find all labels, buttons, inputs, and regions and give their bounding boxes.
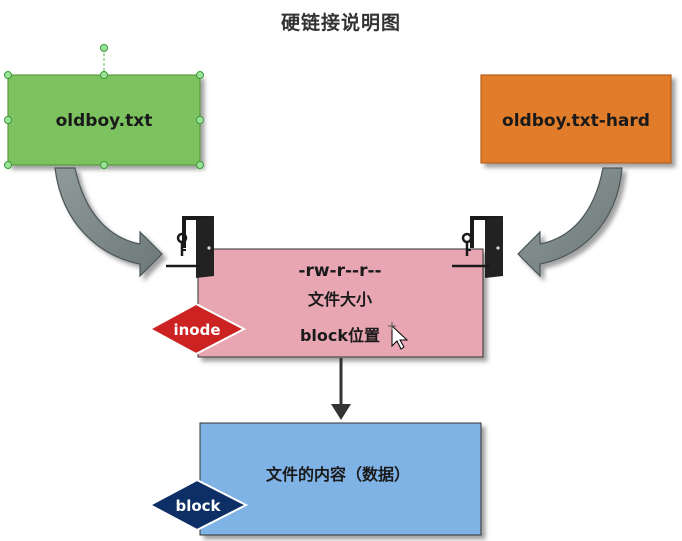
door-key-icon [452, 216, 503, 278]
inode-tag-label: inode [173, 321, 220, 339]
page-title: 硬链接说明图 [280, 12, 401, 34]
block-box[interactable]: 文件的内容（数据） [199, 422, 482, 536]
file-box-oldboy-hard[interactable]: oldboy.txt-hard [480, 74, 672, 164]
inode-permissions: -rw-r--r-- [298, 261, 381, 281]
rotate-handle[interactable] [100, 44, 108, 52]
inode-tag: inode [147, 302, 247, 356]
curved-arrow-icon [54, 167, 163, 278]
door-key-icon [166, 216, 214, 278]
block-content-label: 文件的内容（数据） [266, 465, 410, 484]
cursor-icon [388, 322, 409, 350]
curved-arrow-icon [517, 167, 623, 278]
file-box-oldboy[interactable]: oldboy.txt [4, 44, 204, 169]
file-label-oldboy-hard: oldboy.txt-hard [502, 111, 650, 131]
inode-file-size: 文件大小 [308, 290, 372, 309]
inode-box[interactable]: -rw-r--r-- 文件大小 block位置 [197, 248, 484, 358]
file-label-oldboy: oldboy.txt [56, 111, 153, 131]
down-arrow-icon [331, 358, 351, 420]
block-tag-label: block [175, 497, 221, 515]
inode-block-location: block位置 [300, 326, 380, 345]
selection-handles[interactable] [4, 71, 204, 169]
block-tag: block [147, 478, 249, 532]
